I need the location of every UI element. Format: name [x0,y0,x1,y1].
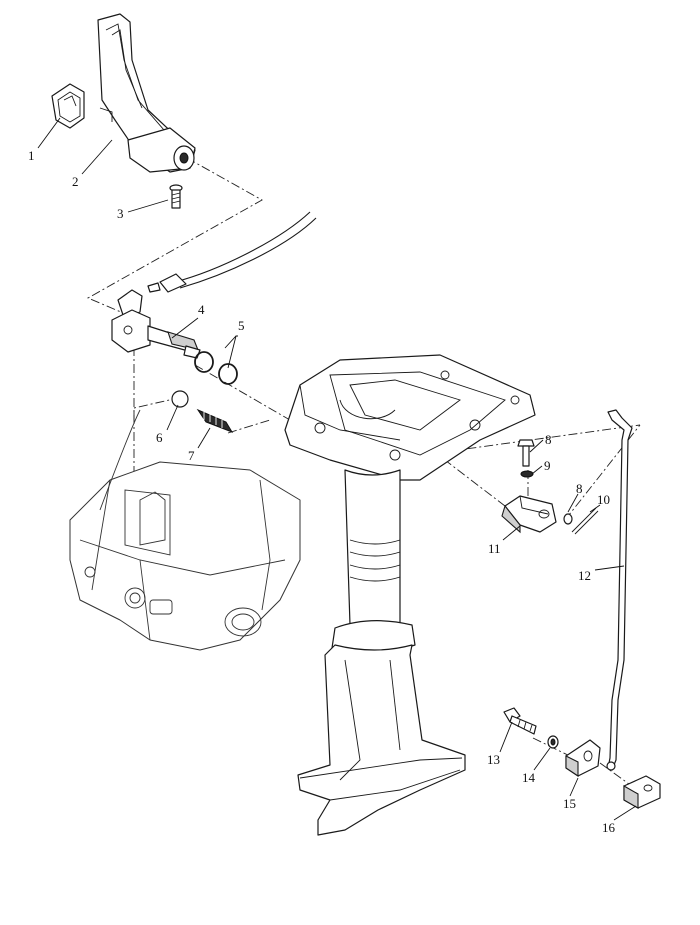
callout-12: 12 [578,568,591,583]
part-10-cotter-pin [571,507,599,535]
callout-4: 4 [198,302,205,317]
callout-3: 3 [117,206,124,221]
part-7-spring [196,408,234,433]
drive-shaft-housing [284,354,536,836]
callout-10: 10 [597,492,610,507]
part-14-washer [547,735,559,749]
part-11-bracket [501,495,557,534]
callout-leaders [37,117,637,821]
callout-16: 16 [602,820,616,835]
callout-labels: 1 2 3 4 5 6 7 8 9 8 10 11 12 13 14 15 16 [28,148,616,835]
callout-9: 9 [544,458,551,473]
callout-8-upper: 8 [545,432,552,447]
callout-7: 7 [188,448,195,463]
callout-14: 14 [522,770,536,785]
part-4-throttle-shaft [111,289,201,359]
part-6-ball [171,390,189,408]
part-12-shift-rod [606,409,633,771]
callout-13: 13 [487,752,500,767]
part-16-connector [623,775,661,809]
callout-6: 6 [156,430,163,445]
part-5-o-rings [194,351,238,385]
callout-2: 2 [72,174,79,189]
part-15-shift-joint [565,739,601,778]
callout-15: 15 [563,796,576,811]
part-13-bolt [503,707,537,735]
callout-1: 1 [28,148,35,163]
part-3-screw [169,184,183,209]
engine-body-ghost [69,409,301,651]
throttle-cable [147,211,317,293]
callout-11: 11 [488,541,501,556]
callout-8-lower: 8 [576,481,583,496]
part-2-tiller-handle [97,13,196,173]
part-1-cover [51,83,85,129]
part-8-bolt-upper [517,439,535,467]
callout-5: 5 [238,318,245,333]
part-9-washer [520,470,534,478]
part-8-washer-lower [563,513,573,525]
